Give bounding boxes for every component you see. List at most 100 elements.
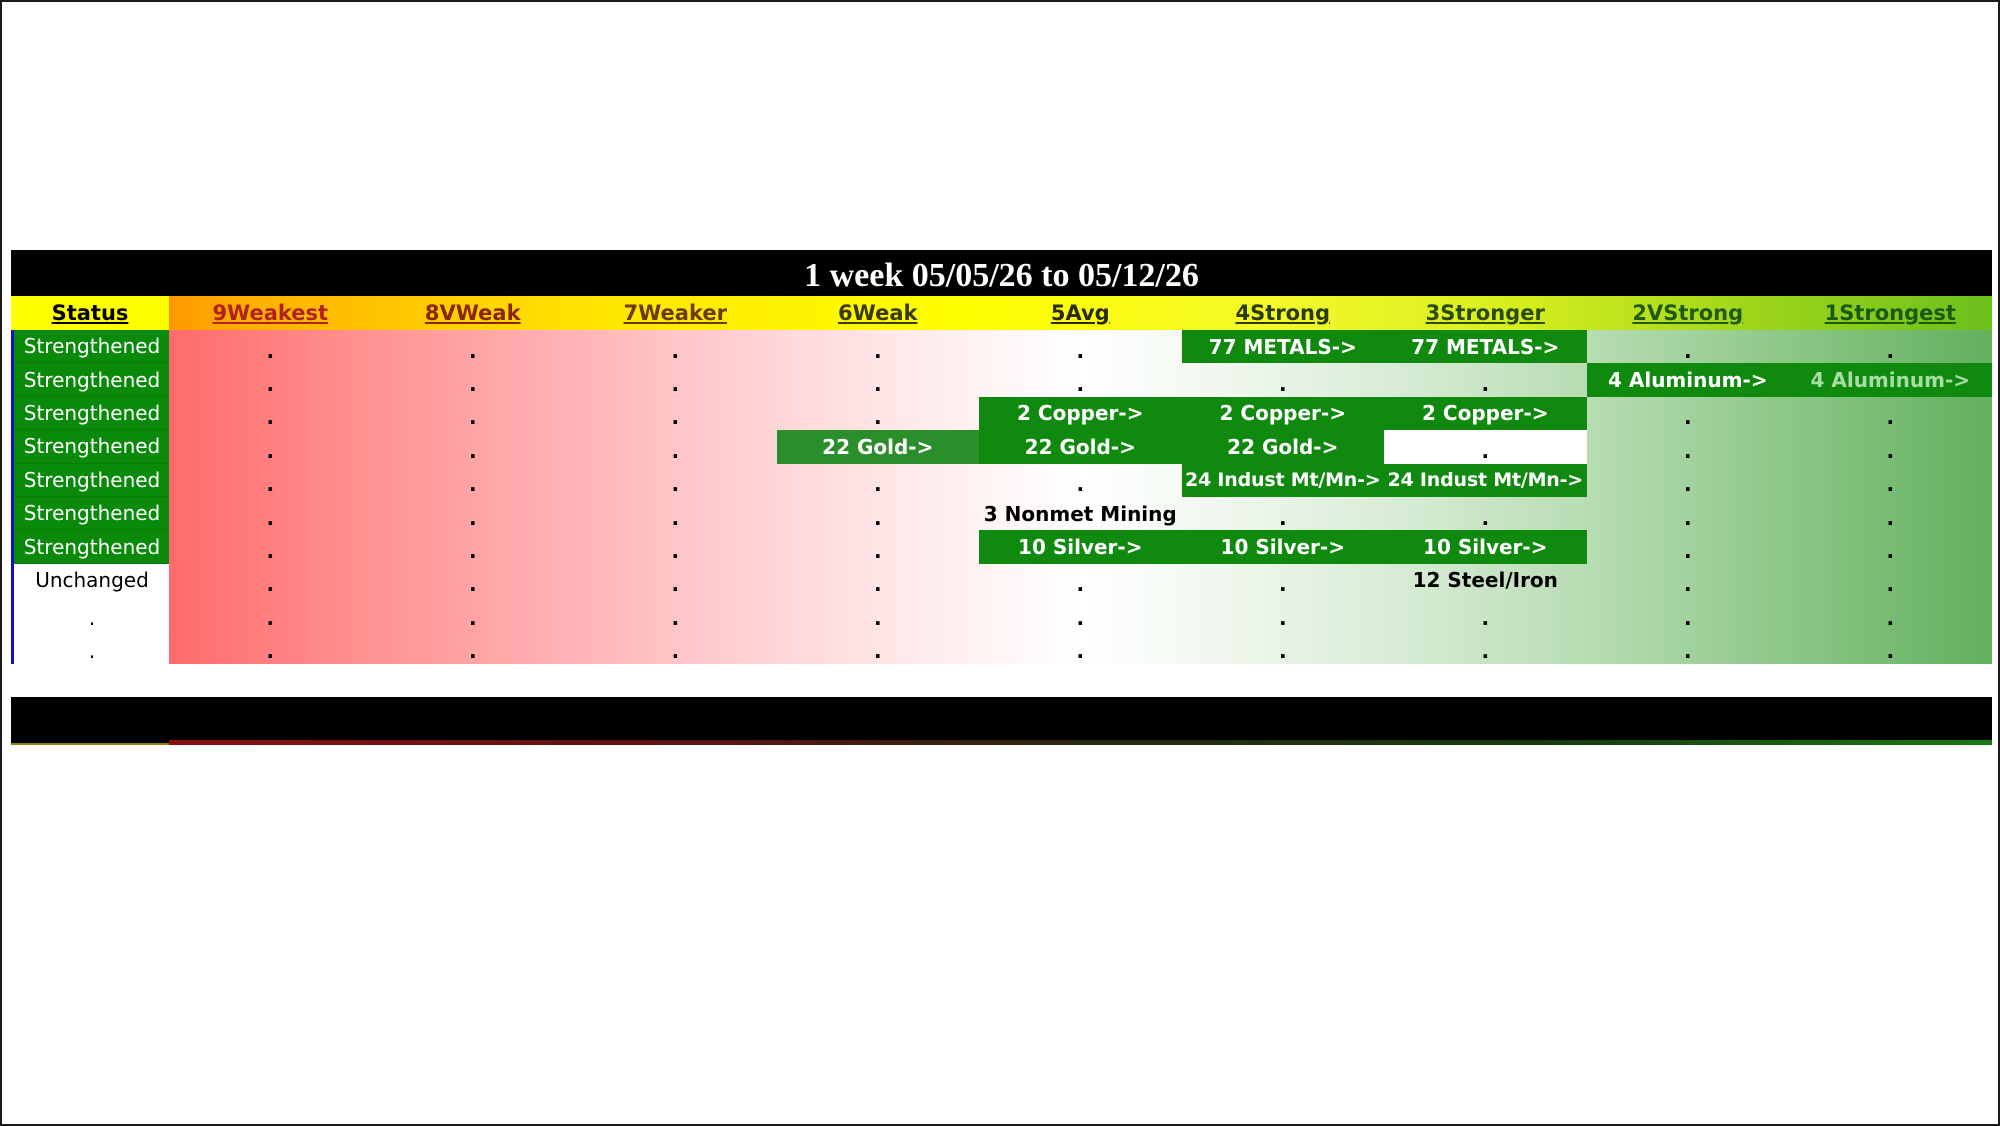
- footer-gradient-line: [169, 740, 1992, 745]
- table-cell: .: [671, 605, 680, 630]
- status-cell: Strengthened: [11, 496, 169, 531]
- table-cell: .: [1278, 505, 1287, 530]
- status-cell: Strengthened: [11, 363, 169, 397]
- table-cell: .: [1076, 605, 1085, 630]
- table-cell: .: [1683, 539, 1692, 564]
- table-cell: 2 Copper->: [1384, 396, 1587, 431]
- rotation-table: 1 week 05/05/26 to 05/12/26 Status 9Weak…: [11, 250, 1992, 664]
- table-cell: .: [1683, 472, 1692, 497]
- table-cell: .: [873, 572, 882, 597]
- table-title: 1 week 05/05/26 to 05/12/26: [11, 250, 1992, 296]
- table-cell: .: [1886, 405, 1895, 430]
- table-cell: 24 Indust Mt/Mn->: [1384, 463, 1587, 497]
- header-3stronger: 3Stronger: [1425, 301, 1545, 325]
- table-cell: 10 Silver->: [1181, 530, 1384, 564]
- table-cell: .: [1683, 639, 1692, 664]
- header-6weak: 6Weak: [838, 301, 918, 325]
- table-cell: .: [1886, 472, 1895, 497]
- header-2vstrong: 2VStrong: [1632, 301, 1744, 325]
- status-left-border: [11, 330, 14, 664]
- table-cell: .: [468, 639, 477, 664]
- table-cell: .: [266, 405, 275, 430]
- table-cell: 3 Nonmet Mining: [983, 501, 1177, 526]
- header-5avg: 5Avg: [1050, 301, 1110, 325]
- table-cell: .: [266, 505, 275, 530]
- table-cell: .: [1076, 572, 1085, 597]
- table-cell: 4 Aluminum->: [1789, 363, 1992, 397]
- status-cell: Strengthened: [11, 330, 169, 364]
- table-cell: .: [468, 605, 477, 630]
- footer-bar: [11, 697, 1992, 745]
- table-cell: .: [266, 472, 275, 497]
- table-cell: .: [266, 639, 275, 664]
- table-cell: .: [671, 405, 680, 430]
- table-cell: .: [873, 472, 882, 497]
- table-cell: .: [468, 472, 477, 497]
- table-cell: .: [873, 372, 882, 397]
- table-cell: .: [671, 539, 680, 564]
- table-cell: .: [1076, 372, 1085, 397]
- table-cell: 24 Indust Mt/Mn->: [1181, 463, 1384, 497]
- table-body: Strengthened . . . . . 77 METALS-> 77 ME…: [11, 330, 1992, 664]
- table-cell: .: [468, 505, 477, 530]
- table-cell: .: [873, 539, 882, 564]
- table-cell: 10 Silver->: [1384, 530, 1587, 564]
- table-cell: .: [1076, 338, 1085, 363]
- table-cell: .: [873, 338, 882, 363]
- table-cell: 77 METALS->: [1384, 330, 1587, 364]
- table-cell: .: [1076, 472, 1085, 497]
- table-cell: .: [1683, 438, 1692, 463]
- status-cell: .: [11, 597, 169, 631]
- status-cell: Strengthened: [11, 430, 169, 464]
- table-cell: .: [1886, 505, 1895, 530]
- table-cell: .: [1886, 605, 1895, 630]
- header-row: Status 9Weakest 8VWeak 7Weaker 6Weak 5Av…: [11, 296, 1992, 330]
- table-cell: .: [1481, 639, 1490, 664]
- table-cell: .: [266, 572, 275, 597]
- table-cell: .: [468, 572, 477, 597]
- table-cell: .: [671, 438, 680, 463]
- table-cell: 2 Copper->: [979, 396, 1182, 431]
- status-cell: Strengthened: [11, 530, 169, 564]
- status-cell: Unchanged: [11, 563, 169, 598]
- status-cell: .: [11, 630, 169, 664]
- table-cell: .: [671, 338, 680, 363]
- table-cell: .: [266, 438, 275, 463]
- table-cell: .: [873, 639, 882, 664]
- table-cell: 22 Gold->: [1181, 430, 1384, 464]
- table-cell: .: [671, 472, 680, 497]
- table-cell: .: [1886, 572, 1895, 597]
- table-cell: .: [1886, 338, 1895, 363]
- table-cell: 12 Steel/Iron: [1412, 568, 1558, 593]
- table-cell: .: [873, 505, 882, 530]
- header-1strongest: 1Strongest: [1824, 301, 1956, 325]
- table-cell: .: [1481, 605, 1490, 630]
- status-cell: Strengthened: [11, 396, 169, 431]
- table-cell: .: [1683, 572, 1692, 597]
- table-cell: .: [1886, 639, 1895, 664]
- header-7weaker: 7Weaker: [623, 301, 727, 325]
- table-cell: .: [1683, 338, 1692, 363]
- header-8vweak: 8VWeak: [424, 301, 521, 325]
- table-cell: .: [671, 639, 680, 664]
- table-cell: 77 METALS->: [1181, 330, 1384, 364]
- table-cell: .: [468, 338, 477, 363]
- table-cell: .: [1886, 539, 1895, 564]
- header-9weakest: 9Weakest: [212, 301, 329, 325]
- table-cell: .: [671, 505, 680, 530]
- table-cell: .: [1278, 372, 1287, 397]
- table-cell: .: [1481, 372, 1490, 397]
- table-cell: .: [468, 438, 477, 463]
- table-cell: 10 Silver->: [979, 530, 1182, 564]
- table-cell: .: [1384, 430, 1587, 464]
- table-cell: 4 Aluminum->: [1586, 363, 1789, 397]
- table-cell: .: [671, 372, 680, 397]
- table-cell: .: [671, 572, 680, 597]
- table-cell: .: [266, 539, 275, 564]
- table-cell: .: [1683, 605, 1692, 630]
- table-cell: .: [1278, 639, 1287, 664]
- table-cell: 2 Copper->: [1181, 396, 1384, 431]
- header-4strong: 4Strong: [1235, 301, 1331, 325]
- footer-accent-left: [11, 743, 169, 745]
